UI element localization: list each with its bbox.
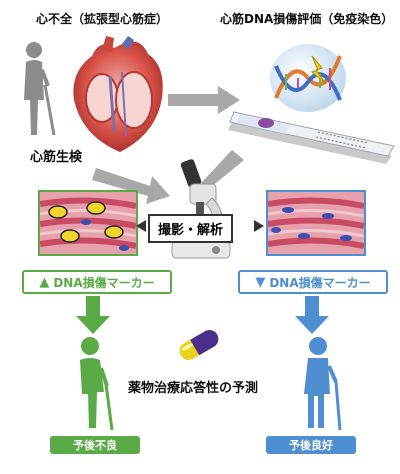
heart-failure-title: 心不全（拡張型心筋症） [36,12,169,26]
dna-marker-high-box: ▲ DNA損傷マーカー [22,270,172,294]
biopsy-label: 心筋生検 [30,150,83,165]
tissue-image-low-damage [266,190,366,256]
poor-prognosis-label: 予後不良 [50,436,140,454]
poor-prognosis-person-icon [80,337,114,431]
heart-illustration [73,36,163,152]
dna-helix-image [270,44,346,112]
good-prognosis-person-icon [304,337,342,431]
dna-marker-low-label: DNA損傷マーカー [269,275,371,290]
arrow-up-icon: ▲ [39,274,50,290]
imaging-analysis-label: 撮影・解析 [148,214,234,243]
good-prognosis-label: 予後良好 [266,436,356,454]
arrow-down-icon: ▼ [255,274,266,290]
tissue-image-high-damage [38,190,138,256]
dna-marker-high-label: DNA損傷マーカー [53,275,155,290]
prediction-label: 薬物治療応答性の予測 [128,381,259,396]
capsule-icon [179,330,219,360]
elderly-patient-icon [24,42,56,136]
microscope-slide [228,111,395,164]
dna-eval-title: 心筋DNA損傷評価（免疫染色） [220,12,394,26]
dna-marker-low-box: ▼ DNA損傷マーカー [238,270,388,294]
